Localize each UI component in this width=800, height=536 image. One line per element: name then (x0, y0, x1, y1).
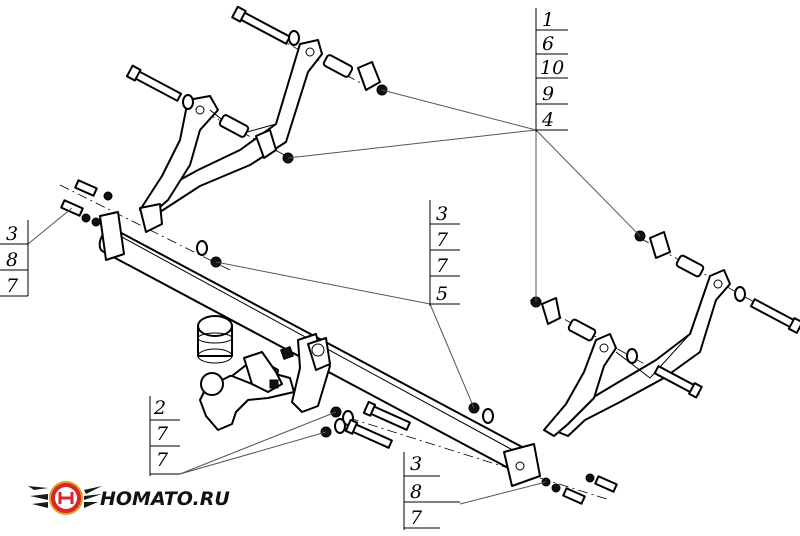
right-mounting-bracket (543, 269, 731, 437)
tow-hook (197, 315, 331, 431)
callout-label: 8 (410, 481, 422, 503)
callout-label: 6 (542, 33, 554, 55)
callout-left: 3 8 7 (0, 220, 29, 297)
callout-label: 7 (410, 507, 423, 529)
callout-bottom-right: 3 8 7 (403, 452, 460, 530)
left-mounting-bracket (139, 39, 323, 233)
logo-h-glyph (58, 492, 74, 504)
callout-label: 2 (153, 397, 166, 419)
callout-label: 4 (541, 109, 554, 131)
callout-label: 3 (6, 223, 18, 245)
callout-middle: 3 7 7 5 (429, 200, 460, 306)
callout-label: 5 (436, 283, 448, 305)
callout-label: 7 (436, 255, 449, 277)
fasteners (60, 5, 800, 505)
callout-label: 10 (540, 57, 564, 79)
callout-top-right: 1 6 10 9 4 (535, 8, 568, 132)
leader-lines (27, 89, 641, 505)
callout-label: 7 (156, 449, 169, 471)
brand-name: HOMATO.RU (100, 488, 230, 510)
callout-label: 3 (410, 453, 422, 475)
homato-logo: HOMATO.RU (24, 476, 230, 522)
callout-label: 3 (436, 203, 448, 225)
callout-label: 7 (436, 229, 449, 251)
callout-label: 1 (542, 9, 554, 31)
callout-label: 8 (6, 249, 18, 271)
callout-label: 7 (6, 275, 19, 297)
callout-label: 9 (542, 83, 554, 105)
callout-label: 7 (156, 423, 169, 445)
callout-bottom-left: 2 7 7 5 (149, 396, 180, 495)
